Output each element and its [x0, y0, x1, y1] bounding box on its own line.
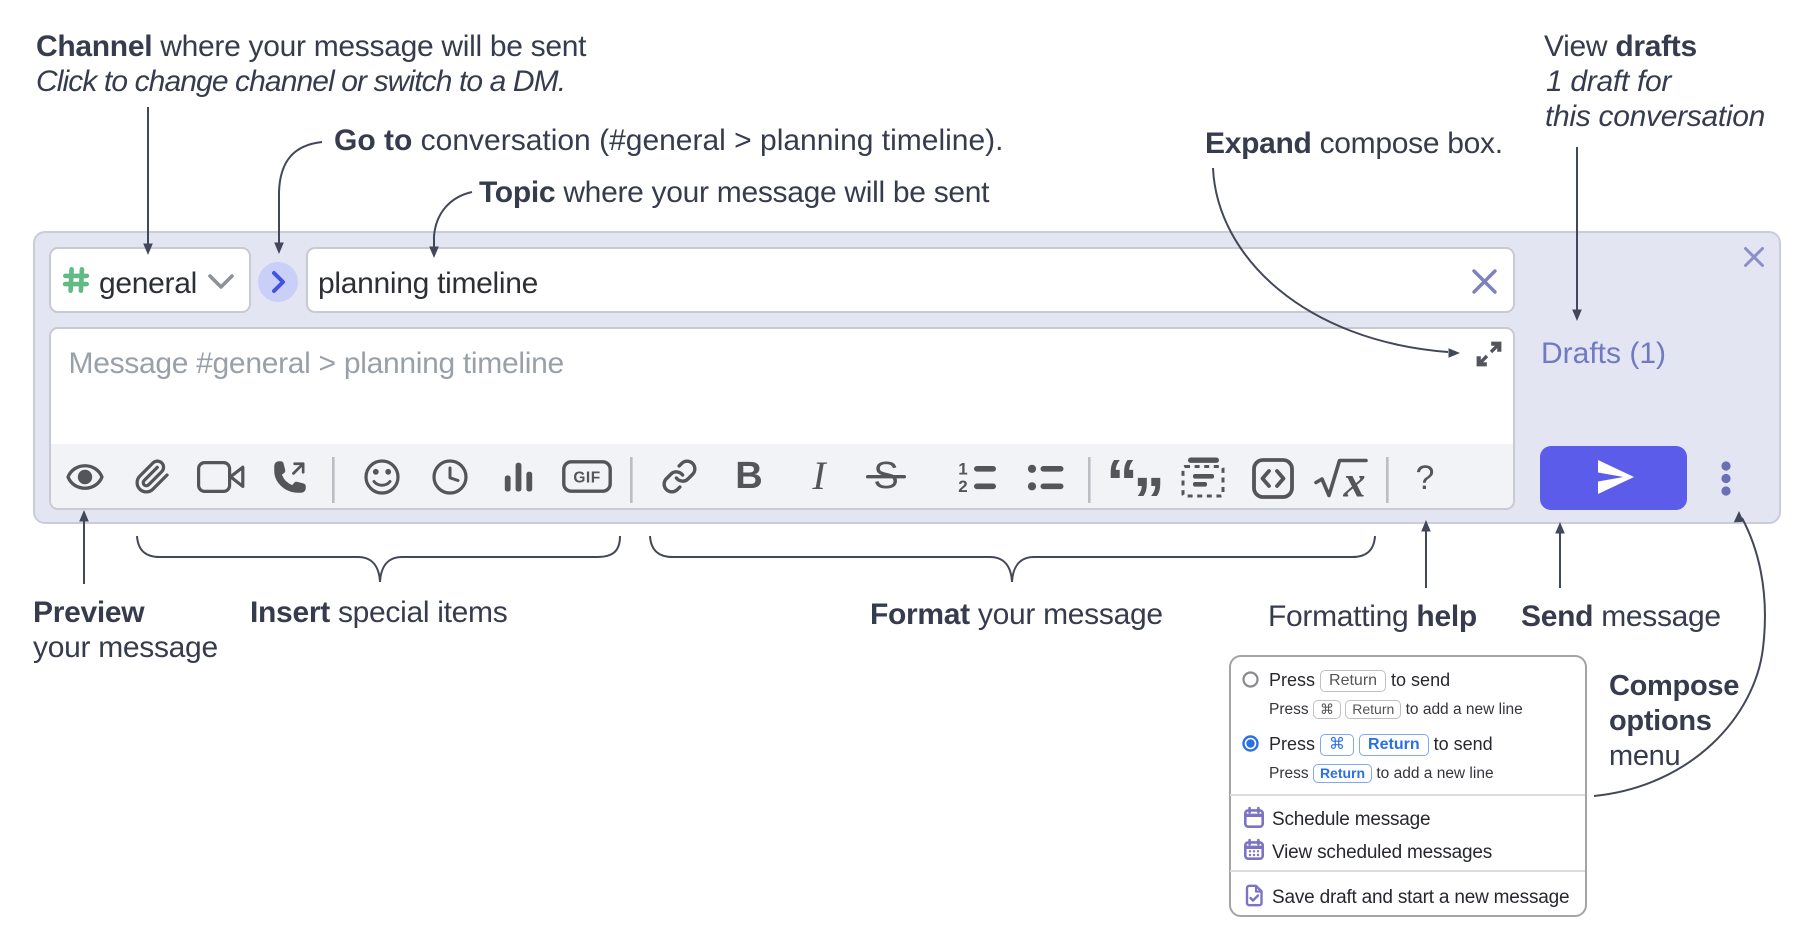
svg-text:2: 2 [958, 477, 967, 496]
svg-text:x: x [1343, 458, 1366, 507]
svg-text:1: 1 [958, 460, 967, 479]
svg-text:GIF: GIF [573, 470, 600, 487]
